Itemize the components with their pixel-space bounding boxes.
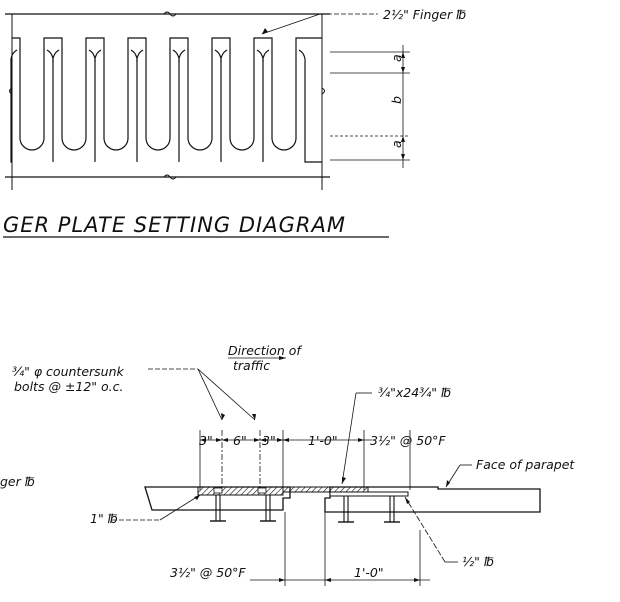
finger-plate-leader-arrow	[262, 28, 268, 34]
bolts-label-line2: bolts @ ±12" o.c.	[14, 379, 124, 394]
dim-arrows	[401, 52, 405, 160]
one-inch-leader	[159, 494, 201, 521]
top-dim-3: 3"	[262, 433, 276, 448]
one-inch-plate-label: 1" ℔	[90, 511, 118, 526]
finger-plate-extension	[282, 486, 369, 493]
dim-b: b	[389, 96, 404, 104]
bolts-leader-2	[197, 368, 256, 421]
top-dim-arrows	[200, 438, 364, 442]
joint-section: Direction of traffic ¾" φ countersunk bo…	[0, 343, 575, 586]
parapet-leader-arrow	[446, 480, 450, 487]
face-of-parapet-label: Face of parapet	[476, 457, 575, 472]
anchor-right-1	[338, 496, 354, 523]
top-dim-2: 6"	[233, 433, 247, 448]
plate-label: ¾"x24¾" ℔	[378, 385, 451, 400]
lower-plate-fingers	[10, 49, 322, 163]
top-dim-5: 3½" @ 50°F	[370, 433, 446, 448]
half-inch-leader-arrow	[405, 497, 410, 504]
finger-pattern	[10, 37, 322, 163]
finger-plate-left	[197, 486, 284, 496]
finger-plate-plan: a b a 2½" Finger ℔ GER PLATE SETTING DIA…	[3, 7, 466, 238]
half-inch-leader	[404, 496, 446, 563]
top-dim-1: 3"	[199, 433, 213, 448]
plate-leader	[341, 392, 357, 485]
finger-plate-partial-label: ger ℔	[0, 474, 35, 489]
bolt-head-2	[257, 487, 267, 494]
deck-right	[324, 486, 541, 513]
diagram-title: GER PLATE SETTING DIAGRAM	[3, 213, 346, 237]
break-mark-top	[163, 11, 177, 17]
dim-a-bottom: a	[389, 140, 404, 148]
upper-plate-fingers	[12, 37, 322, 151]
half-inch-plate-label: ½" ℔	[462, 554, 494, 569]
top-dim-4: 1'-0"	[308, 433, 338, 448]
finger-plate-leader	[261, 13, 321, 35]
bolt-head-1	[213, 487, 223, 494]
break-mark-bottom	[163, 174, 177, 180]
break-mark-right	[321, 87, 325, 95]
half-inch-plate	[329, 491, 409, 497]
direction-arrow	[279, 356, 286, 360]
bolts-leader-1	[197, 368, 223, 421]
direction-label-line1: Direction of	[228, 343, 302, 358]
anchor-left-1	[210, 495, 226, 522]
anchor-right-2	[384, 496, 400, 523]
finger-plate-label: 2½" Finger ℔	[383, 7, 466, 22]
dim-a-top: a	[389, 54, 404, 62]
direction-label-line2: traffic	[233, 358, 270, 373]
bottom-dim-2: 1'-0"	[354, 565, 384, 580]
anchor-left-2	[260, 495, 276, 522]
plate-leader-arrow	[342, 477, 346, 484]
bottom-dim-1: 3½" @ 50°F	[170, 565, 246, 580]
one-inch-leader-arrow	[194, 495, 200, 500]
bolts-label-line1: ¾" φ countersunk	[12, 364, 125, 379]
